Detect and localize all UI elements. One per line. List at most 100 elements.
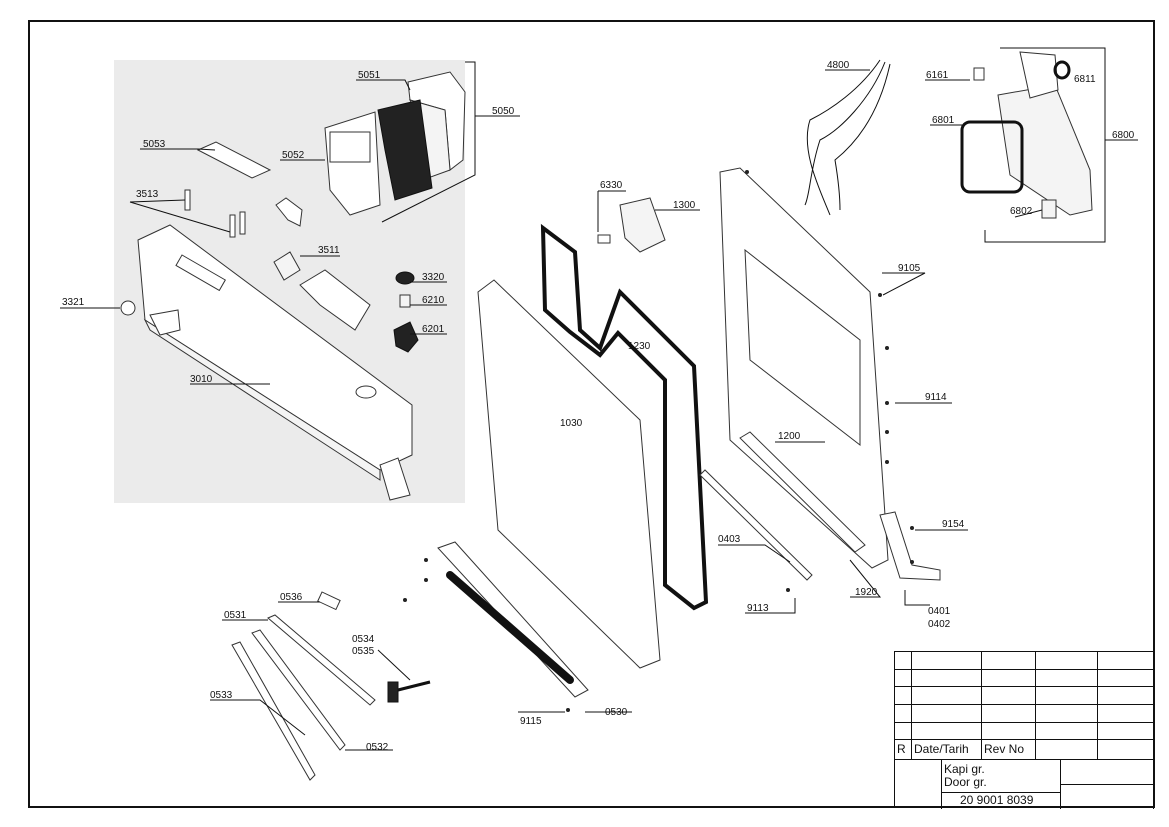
label-0530: 0530 <box>605 707 628 718</box>
rev-grid-cell <box>895 652 912 670</box>
rev-grid-cell <box>912 670 982 687</box>
drawing-name: Kapi gr. Door gr. <box>942 760 1061 793</box>
rev-grid-cell <box>982 723 1036 740</box>
label-0401: 0401 <box>928 606 951 617</box>
part-0403-strip <box>699 469 813 581</box>
part-1920-seal <box>739 431 866 553</box>
label-9115: 9115 <box>520 716 542 727</box>
label-3320: 3320 <box>422 272 445 283</box>
part-3513-pins <box>184 189 246 238</box>
part-1200-inner-door <box>719 167 889 569</box>
part-0531-panel <box>267 614 376 706</box>
label-1920: 1920 <box>855 587 878 598</box>
part-6330-seal <box>597 234 611 244</box>
part-labels: 5051 5050 5053 5052 3513 3511 3320 6210 … <box>62 60 1135 753</box>
leader-lines <box>60 47 1138 751</box>
rev-grid-cell <box>1098 670 1154 687</box>
label-9113: 9113 <box>747 603 769 614</box>
label-1300: 1300 <box>673 200 696 211</box>
label-9105: 9105 <box>898 263 921 274</box>
part-0401-hinge <box>879 511 941 581</box>
part-3321-knob <box>120 300 136 316</box>
drawing-name-tr: Kapi gr. <box>944 762 985 776</box>
part-0530-kick-panel <box>437 541 589 698</box>
part-3010-control-panel <box>137 224 413 501</box>
label-0532: 0532 <box>366 742 389 753</box>
rev-grid-cell <box>982 652 1036 670</box>
label-0536: 0536 <box>280 592 303 603</box>
rev-grid-cell <box>895 687 912 705</box>
label-0531: 0531 <box>224 610 247 621</box>
label-5053: 5053 <box>143 139 166 150</box>
rev-grid-cell <box>1036 652 1098 670</box>
part-6210-knob <box>399 294 411 308</box>
drawing-frame <box>28 20 1155 808</box>
rev-grid-cell <box>982 670 1036 687</box>
title-left-empty <box>895 760 942 809</box>
part-6802-microswitch <box>1041 199 1057 219</box>
label-0535: 0535 <box>352 646 375 657</box>
label-1230: 1230 <box>628 341 651 352</box>
rev-header-rev: Rev No <box>982 740 1036 760</box>
label-3511: 3511 <box>318 245 340 256</box>
rev-grid-cell <box>1098 740 1154 760</box>
label-5050: 5050 <box>492 106 515 117</box>
drawing-name-en: Door gr. <box>944 775 987 789</box>
rev-grid-cell <box>1036 723 1098 740</box>
rev-grid-cell <box>1036 687 1098 705</box>
label-6201: 6201 <box>422 324 445 335</box>
label-4800: 4800 <box>827 60 850 71</box>
label-6161: 6161 <box>926 70 949 81</box>
label-6802: 6802 <box>1010 206 1033 217</box>
label-1200: 1200 <box>778 431 801 442</box>
rev-grid-cell <box>1098 687 1154 705</box>
label-0533: 0533 <box>210 690 233 701</box>
part-0532-panel <box>251 629 346 751</box>
title-right-upper <box>1061 760 1154 785</box>
screws <box>403 170 914 712</box>
part-1230-gasket <box>540 223 709 611</box>
label-6801: 6801 <box>932 115 955 126</box>
part-3320-knob <box>395 271 415 285</box>
label-6800: 6800 <box>1112 130 1135 141</box>
label-3010: 3010 <box>190 374 213 385</box>
part-0534-handle <box>387 680 431 703</box>
rev-grid-cell <box>912 652 982 670</box>
part-6161-clip <box>973 67 985 81</box>
part-6801-gasket <box>960 120 1024 194</box>
part-5053-label <box>196 141 272 179</box>
rev-grid-cell <box>912 687 982 705</box>
part-3511-connector <box>273 251 301 281</box>
label-9114: 9114 <box>925 392 947 403</box>
label-5052: 5052 <box>282 150 305 161</box>
label-6811: 6811 <box>1074 74 1096 85</box>
rev-grid-cell <box>1036 740 1098 760</box>
part-1300-dispenser <box>619 197 666 253</box>
drawing-number: 20 9001 8039 <box>942 793 1061 809</box>
part-4800-harness <box>804 59 891 216</box>
rev-header-date: Date/Tarih <box>912 740 982 760</box>
part-6811-ring <box>1053 60 1071 80</box>
label-1030: 1030 <box>560 418 583 429</box>
part-small-board <box>275 197 303 227</box>
rev-grid-cell <box>982 687 1036 705</box>
label-3513: 3513 <box>136 189 159 200</box>
rev-grid-cell <box>895 705 912 723</box>
rev-grid-cell <box>912 723 982 740</box>
rev-grid-cell <box>1098 652 1154 670</box>
label-6330: 6330 <box>600 180 623 191</box>
title-right-lower <box>1061 785 1154 809</box>
rev-grid-cell <box>982 705 1036 723</box>
title-block: R Date/Tarih Rev No Kapi gr. Door gr. 20… <box>894 651 1154 809</box>
rev-grid-cell <box>1036 670 1098 687</box>
part-6201-knob <box>393 321 419 353</box>
rev-header-r: R <box>895 740 912 760</box>
label-0402: 0402 <box>928 619 951 630</box>
label-9154: 9154 <box>942 519 965 530</box>
rev-grid-cell <box>1098 723 1154 740</box>
part-3510-duct <box>299 269 371 331</box>
part-0536-clip <box>317 591 341 611</box>
rev-grid-cell <box>1036 705 1098 723</box>
label-0403: 0403 <box>718 534 741 545</box>
